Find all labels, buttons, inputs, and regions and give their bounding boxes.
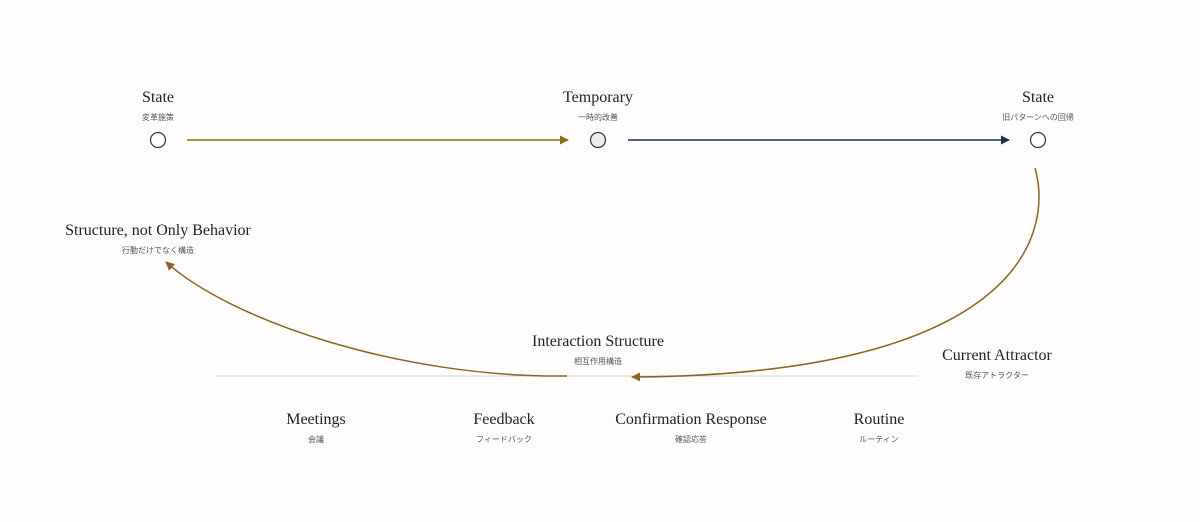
arc-state-to-interaction bbox=[631, 167, 1040, 382]
state-right-subtitle: 旧パターンへの回帰 bbox=[1002, 113, 1074, 122]
state-left-subtitle: 変革施策 bbox=[142, 113, 174, 122]
element-routine-subtitle: ルーティン bbox=[859, 435, 899, 444]
node-state-left bbox=[149, 131, 167, 149]
element-feedback-subtitle: フィードバック bbox=[476, 435, 532, 444]
label-state-left: State 変革施策 bbox=[142, 88, 174, 124]
element-meetings: Meetings 会議 bbox=[286, 410, 346, 446]
label-temporary: Temporary 一時的改善 bbox=[563, 88, 633, 124]
label-current-attractor: Current Attractor 既存アトラクター bbox=[942, 346, 1052, 382]
structure-subtitle: 行動だけでなく構造 bbox=[122, 246, 194, 255]
element-routine-title: Routine bbox=[853, 411, 905, 428]
element-routine: Routine ルーティン bbox=[854, 410, 905, 446]
label-structure: Structure, not Only Behavior 行動だけでなく構造 bbox=[65, 221, 251, 257]
current-attractor-title: Current Attractor bbox=[942, 347, 1052, 364]
element-confirmation-response: Confirmation Response 確認応答 bbox=[615, 410, 767, 446]
interaction-structure-title: Interaction Structure bbox=[532, 333, 664, 350]
label-state-right: State 旧パターンへの回帰 bbox=[1002, 88, 1074, 124]
node-temporary bbox=[589, 131, 607, 149]
interaction-structure-subtitle: 相互作用構造 bbox=[573, 357, 622, 366]
curve-interaction-to-structure bbox=[165, 261, 568, 377]
state-right-title: State bbox=[1021, 89, 1054, 106]
element-confirmation-response-title: Confirmation Response bbox=[615, 411, 767, 428]
element-meetings-subtitle: 会議 bbox=[307, 435, 324, 444]
node-state-right bbox=[1029, 131, 1047, 149]
temporary-subtitle: 一時的改善 bbox=[578, 113, 618, 122]
element-feedback-title: Feedback bbox=[473, 411, 535, 428]
element-feedback: Feedback フィードバック bbox=[473, 410, 534, 446]
temporary-title: Temporary bbox=[563, 89, 633, 106]
state-left-title: State bbox=[142, 89, 174, 106]
current-attractor-subtitle: 既存アトラクター bbox=[965, 371, 1029, 380]
structure-title: Structure, not Only Behavior bbox=[65, 222, 251, 239]
label-interaction-structure: Interaction Structure 相互作用構造 bbox=[532, 332, 664, 368]
element-confirmation-response-subtitle: 確認応答 bbox=[674, 435, 707, 444]
element-meetings-title: Meetings bbox=[286, 411, 346, 428]
